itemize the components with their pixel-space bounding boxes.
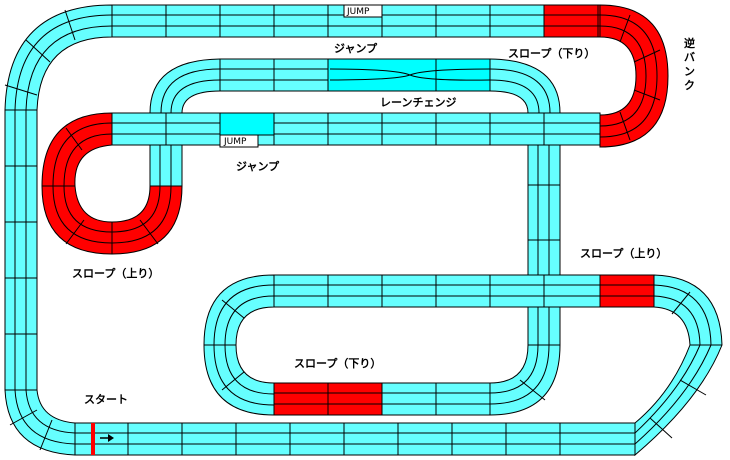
start-line (91, 423, 114, 455)
label-start: スタート (84, 393, 128, 406)
label-lane-change: レーンチェンジ (380, 96, 456, 109)
svg-text:逆: 逆 (684, 36, 695, 50)
label-jump-top: ジャンプ (334, 41, 378, 55)
outer-lane-lines (4, 5, 635, 455)
svg-text:バ: バ (684, 51, 695, 64)
lower-loop (203, 274, 723, 457)
right-vertical (527, 144, 561, 276)
svg-text:JUMP: JUMP (346, 7, 370, 17)
svg-text:ク: ク (684, 79, 695, 92)
lane-change-arc (149, 58, 561, 114)
left-slope-loop (41, 112, 183, 255)
label-reverse-bank: 逆 バ ン ク (684, 36, 695, 92)
label-slope-down-top: スロープ（下り） (508, 46, 595, 60)
svg-text:ン: ン (684, 65, 695, 78)
label-jump-mid: ジャンプ (236, 159, 280, 173)
reverse-bank-section (543, 4, 669, 148)
label-slope-up-left: スロープ（上り） (72, 266, 159, 280)
label-slope-up-right: スロープ（上り） (580, 246, 667, 260)
outer-loop (4, 4, 636, 456)
svg-text:JUMP: JUMP (223, 137, 247, 147)
middle-straight: JUMP (111, 112, 601, 148)
jump-plate-top: JUMP (343, 4, 383, 18)
label-slope-down-bottom: スロープ（下り） (294, 356, 381, 370)
